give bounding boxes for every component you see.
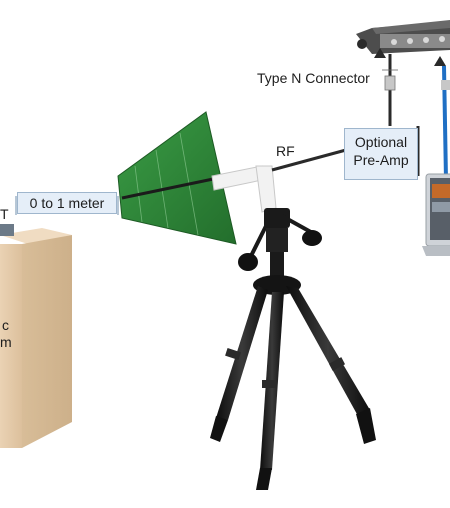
eut-antenna-cap <box>0 224 14 236</box>
optional-pre-amp-box: Optional Pre-Amp <box>344 128 418 180</box>
pre-amp-line-2: Pre-Amp <box>353 152 409 168</box>
tripod <box>210 208 376 490</box>
pre-amp-line-1: Optional <box>354 134 408 150</box>
rf-label: RF <box>276 143 295 159</box>
spectrum-analyzer <box>356 20 450 54</box>
type-n-connector-label: Type N Connector <box>257 70 370 86</box>
eut-label-fragment: T <box>0 206 9 222</box>
cabinet-label-line-1: c <box>2 317 9 333</box>
distance-label: 0 to 1 meter <box>29 195 105 211</box>
direction-arrows <box>374 48 446 66</box>
antenna-mount <box>211 165 277 213</box>
laptop <box>422 173 450 256</box>
usb-cable <box>441 65 450 181</box>
rf-cable <box>271 148 347 172</box>
log-periodic-antenna <box>117 111 237 245</box>
cabinet-label-line-2: m <box>0 334 12 350</box>
device-under-test-cabinet <box>0 224 72 448</box>
type-n-connector-cable <box>382 54 398 126</box>
distance-label-box: 0 to 1 meter <box>17 192 117 214</box>
distance-dimension <box>15 196 119 215</box>
